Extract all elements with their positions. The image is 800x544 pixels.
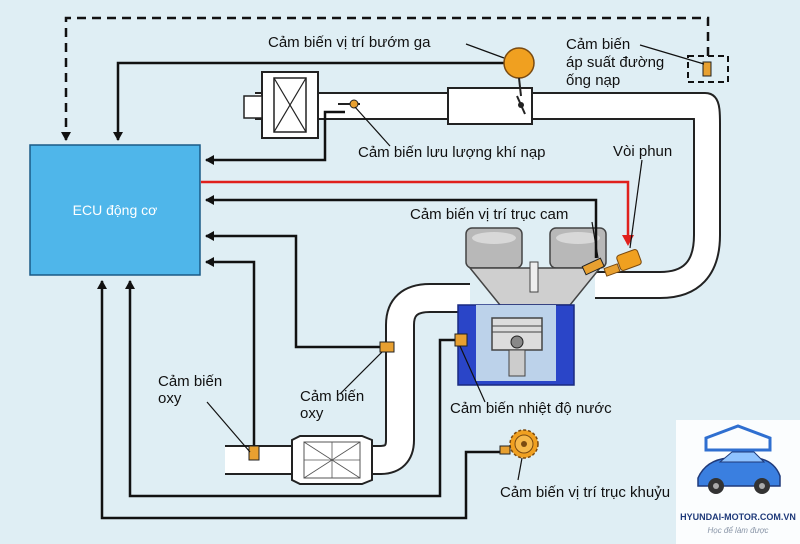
throttle-body (447, 87, 533, 125)
air-flow-sensor (338, 99, 360, 109)
label-oxy-left-2: oxy (158, 390, 182, 407)
label-air-flow: Cảm biến lưu lượng khí nạp (358, 144, 546, 161)
wire-manifold (61, 16, 710, 141)
label-oxy-right-2: oxy (300, 405, 324, 422)
air-filter (243, 71, 319, 139)
label-manifold-pressure-1: Cảm biến (566, 36, 631, 53)
watermark-slogan: Học để làm được (707, 526, 769, 535)
wire-injector (201, 180, 634, 246)
watermark: HYUNDAI-MOTOR.COM.VN Học để làm được (676, 420, 800, 544)
label-injector: Vòi phun (613, 143, 673, 160)
leader-lines (206, 43, 705, 481)
coolant-sensor (454, 333, 468, 347)
camshaft-sensor (581, 257, 605, 276)
label-throttle-position: Cảm biến vị trí bướm ga (268, 34, 431, 51)
intake-pipe-fill (255, 94, 719, 297)
wire-camshaft (205, 195, 598, 258)
wire-crank (97, 280, 500, 520)
signal-wires (61, 16, 710, 520)
ecu-box (29, 144, 201, 276)
label-oxy-left-1: Cảm biến (158, 373, 223, 390)
pipes (225, 92, 721, 475)
injector (603, 249, 642, 277)
wire-throttle (113, 61, 505, 141)
crank-sensor (499, 445, 511, 455)
manifold-sensor-box (687, 55, 729, 83)
wire-coolant (125, 280, 456, 498)
engine (457, 227, 607, 386)
label-crankshaft-position: Cảm biến vị trí trục khuỷu (500, 484, 671, 501)
wire-airflow (205, 110, 345, 165)
manifold-sensor (702, 61, 712, 77)
oxy-sensor-left (248, 445, 260, 461)
throttle-sensor-disc (503, 47, 535, 79)
watermark-site: HYUNDAI-MOTOR.COM.VN (680, 512, 796, 522)
label-camshaft-position: Cảm biến vị trí trục cam (410, 206, 569, 223)
wire-oxy-right (205, 231, 384, 349)
catalytic-converter (291, 435, 373, 485)
oxy-sensor-right (379, 341, 395, 353)
label-manifold-pressure-2: áp suất đường (566, 54, 665, 71)
label-manifold-pressure-3: ống nạp (566, 72, 621, 89)
exhaust-pipe-fill (225, 285, 470, 473)
car-logo-icon (697, 424, 781, 494)
wire-oxy-left (205, 257, 256, 450)
ecu-label: ECU động cơ (72, 202, 158, 218)
crankshaft-gear-icon (509, 429, 539, 459)
label-coolant-temp: Cảm biến nhiệt độ nước (450, 400, 612, 417)
label-oxy-right-1: Cảm biến (300, 388, 365, 405)
